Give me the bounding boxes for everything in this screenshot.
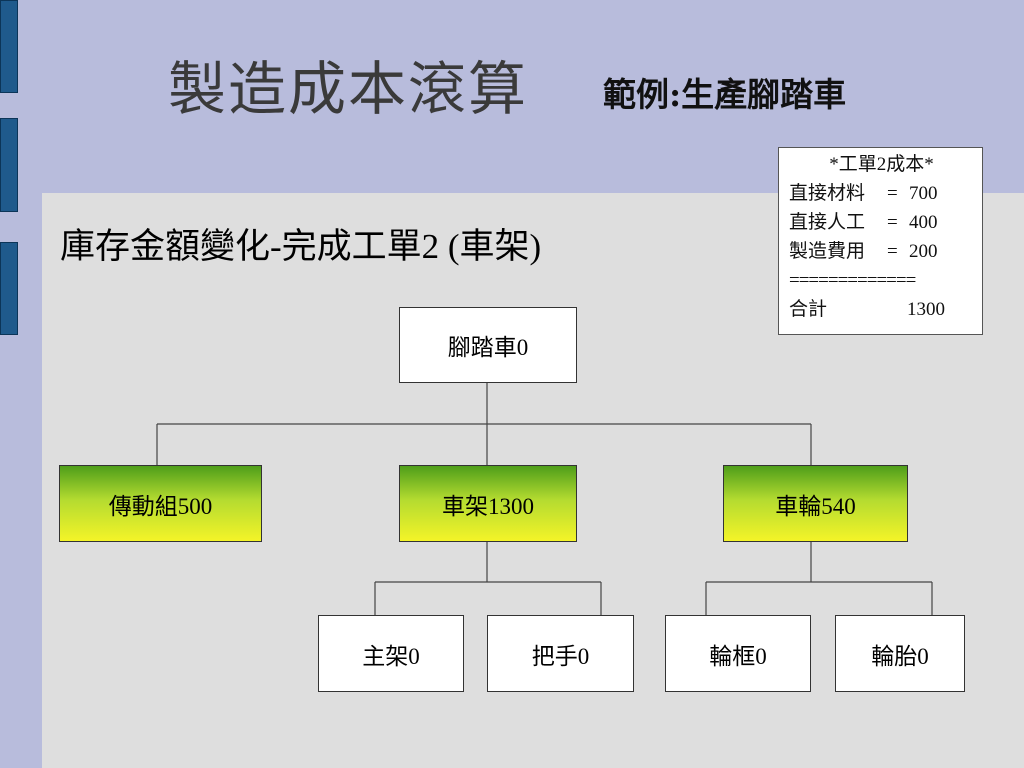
node-bicycle: 腳踏車0	[399, 307, 577, 383]
node-handlebar: 把手0	[487, 615, 634, 692]
cost-row: 製造費用 = 200	[789, 237, 974, 266]
cost-row-label: 直接人工	[789, 212, 866, 233]
section-heading: 庫存金額變化-完成工單2 (車架)	[60, 227, 542, 266]
node-frame: 車架1300	[399, 465, 577, 542]
cost-row-value: 700	[909, 183, 938, 204]
left-tab-1	[0, 0, 18, 93]
cost-row-equals: =	[887, 183, 898, 204]
node-drivetrain: 傳動組500	[59, 465, 262, 542]
cost-separator: =============	[789, 270, 916, 291]
cost-row-label: 製造費用	[789, 241, 866, 262]
cost-total-row: 合計 1300	[789, 295, 974, 324]
cost-row-value: 200	[909, 241, 938, 262]
cost-total-label: 合計	[789, 299, 828, 320]
cost-row-label: 直接材料	[789, 183, 866, 204]
slide-title: 製造成本滾算	[168, 55, 529, 123]
slide-subtitle: 範例:生產腳踏車	[603, 75, 847, 114]
node-rim: 輪框0	[665, 615, 811, 692]
cost-total-value: 1300	[907, 299, 945, 320]
cost-box-title: *工單2成本*	[829, 154, 934, 175]
node-wheels: 車輪540	[723, 465, 908, 542]
node-tire: 輪胎0	[835, 615, 965, 692]
left-tab-3	[0, 242, 18, 335]
left-tab-2	[0, 118, 18, 212]
node-main-frame: 主架0	[318, 615, 464, 692]
cost-row-value: 400	[909, 212, 938, 233]
cost-row: 直接材料 = 700	[789, 179, 974, 208]
cost-row-equals: =	[887, 212, 898, 233]
cost-summary-box: *工單2成本* 直接材料 = 700 直接人工 = 400 製造費用 = 200…	[778, 147, 983, 335]
cost-row: 直接人工 = 400	[789, 208, 974, 237]
cost-row-equals: =	[887, 241, 898, 262]
